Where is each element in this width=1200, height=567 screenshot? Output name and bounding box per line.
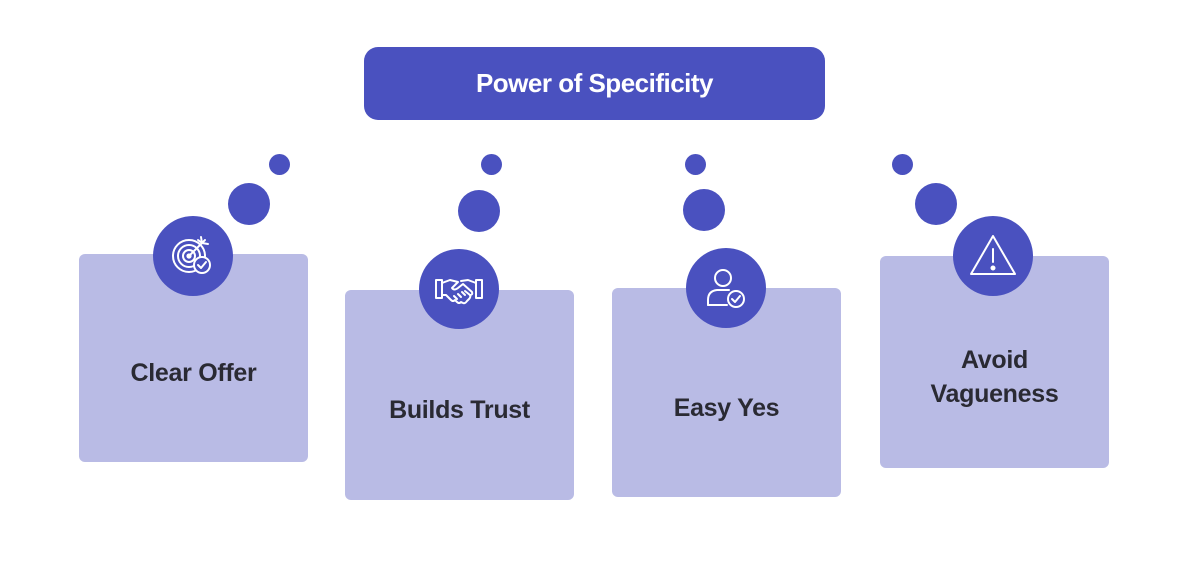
connector-dot [269, 154, 290, 175]
card-builds-trust: Builds Trust [345, 290, 574, 500]
card-label: Clear Offer [130, 359, 257, 387]
card-label-line: Vagueness [930, 380, 1059, 408]
connector-dot [228, 183, 270, 225]
handshake-icon [419, 249, 499, 329]
diagram-title: Power of Specificity [364, 47, 825, 120]
connector-dot [892, 154, 913, 175]
connector-dot [915, 183, 957, 225]
user-check-icon [686, 248, 766, 328]
connector-dot [481, 154, 502, 175]
card-label: Builds Trust [389, 396, 530, 424]
connector-dot [683, 189, 725, 231]
connector-dot [458, 190, 500, 232]
warning-icon [953, 216, 1033, 296]
target-check-icon [153, 216, 233, 296]
card-avoid-vagueness: Avoid Vagueness [880, 256, 1109, 468]
card-label: Easy Yes [673, 393, 780, 422]
connector-dot [685, 154, 706, 175]
card-label-line: Avoid [960, 346, 1029, 374]
